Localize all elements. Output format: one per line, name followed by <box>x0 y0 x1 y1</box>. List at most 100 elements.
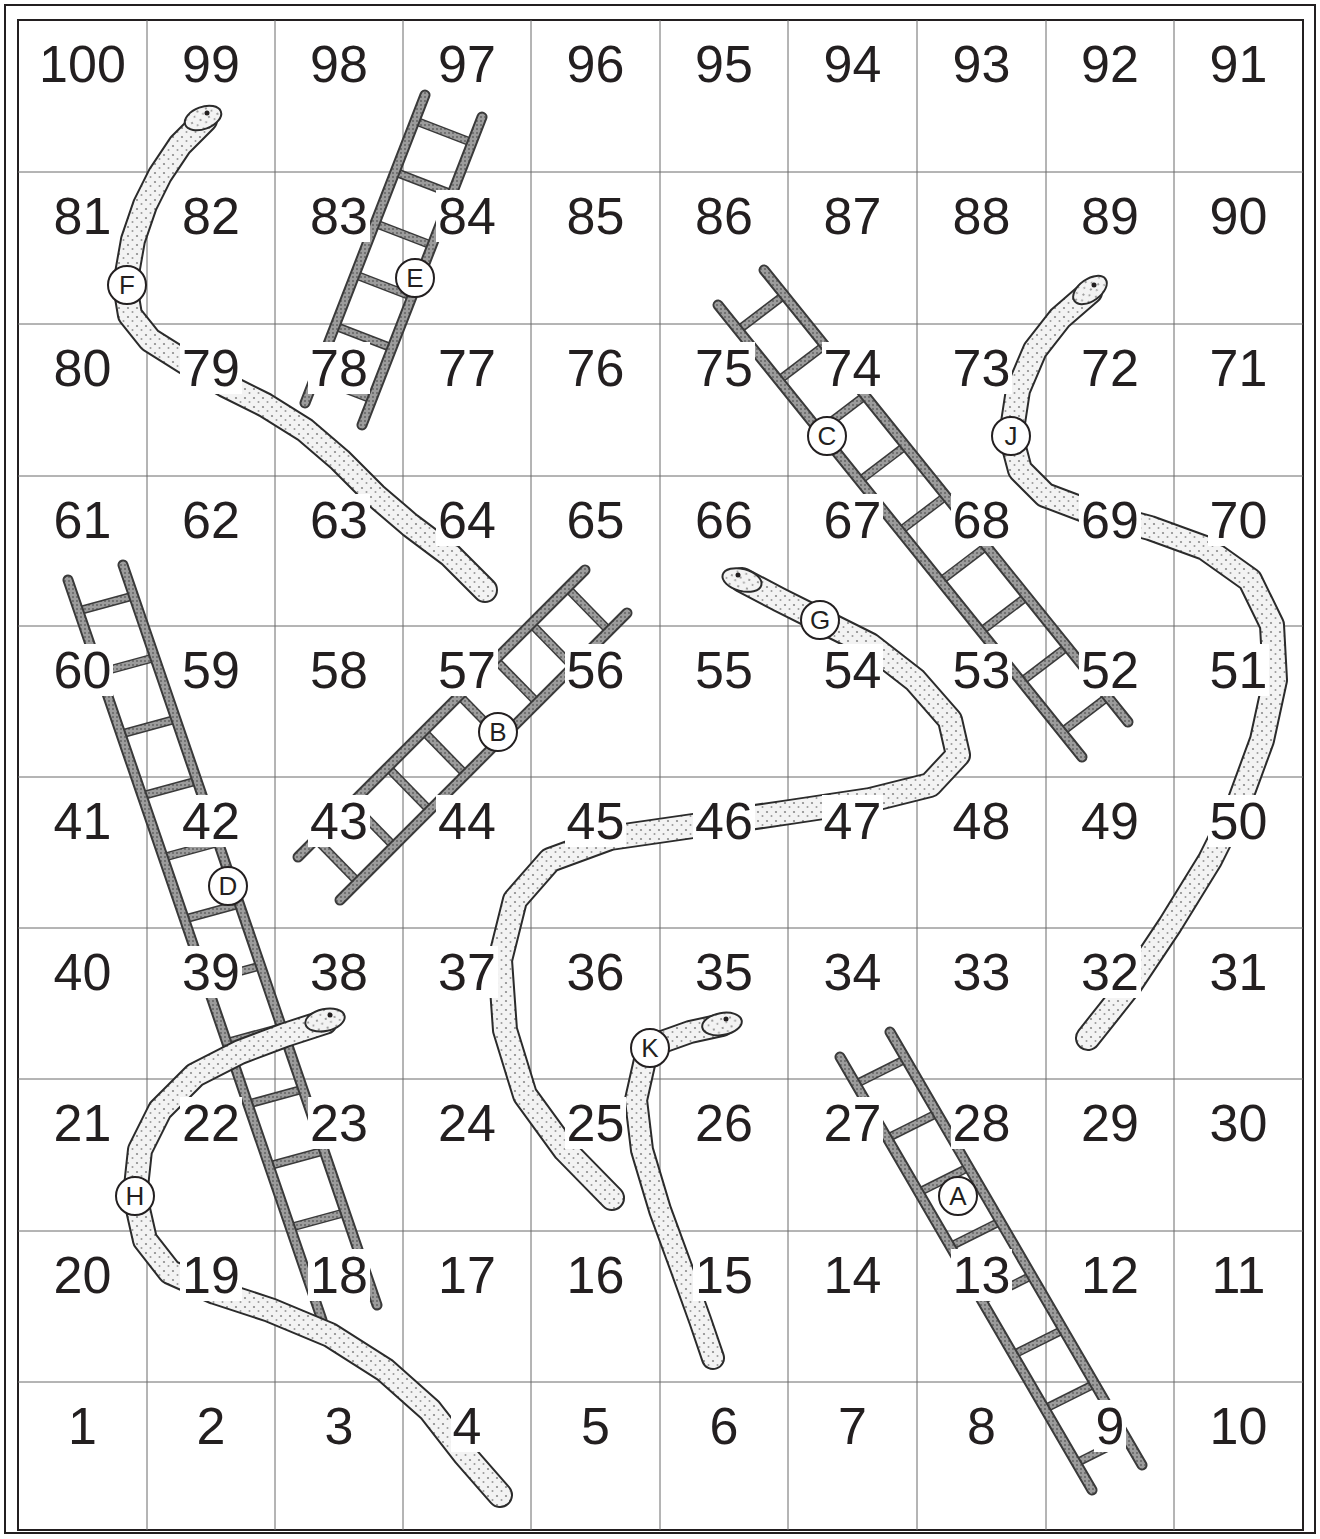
cell-number: 86 <box>693 190 755 242</box>
letter-marker: G <box>800 600 840 640</box>
ladder-rung <box>375 223 432 245</box>
ladder-rung <box>900 496 946 531</box>
cell-number: 57 <box>436 644 498 696</box>
ladder-rung <box>900 496 946 531</box>
ladder-rung <box>121 719 176 734</box>
cell-number: 13 <box>951 1249 1013 1301</box>
ladder-rail <box>890 1032 1142 1465</box>
snake-g <box>500 564 958 1198</box>
cell-number: 22 <box>180 1097 242 1149</box>
cell-number: 53 <box>951 644 1013 696</box>
marker-letter: D <box>219 873 238 899</box>
cell-number: 47 <box>822 795 884 847</box>
ladder-rung <box>184 904 239 919</box>
grid-line <box>18 476 1303 477</box>
marker-letter: J <box>1005 423 1018 449</box>
cell-number: 50 <box>1208 795 1270 847</box>
ladder-rung <box>290 1213 345 1228</box>
marker-letter: A <box>949 1183 966 1209</box>
ladder-rung <box>887 1113 937 1138</box>
cell-number: 62 <box>180 494 242 546</box>
grid-line <box>531 20 532 1530</box>
cell-number: 77 <box>436 342 498 394</box>
marker-letter: C <box>818 423 837 449</box>
cell-number: 78 <box>308 342 370 394</box>
grid-line <box>18 928 1303 929</box>
cell-number: 36 <box>565 946 627 998</box>
cell-number: 58 <box>308 644 370 696</box>
cell-number: 46 <box>693 795 755 847</box>
cell-number: 42 <box>180 795 242 847</box>
grid-line <box>660 20 661 1530</box>
cell-number: 19 <box>180 1249 242 1301</box>
cell-number: 93 <box>951 38 1013 90</box>
cell-number: 73 <box>951 342 1013 394</box>
snake-f <box>125 101 485 590</box>
inner-border <box>18 20 1303 1530</box>
marker-letter: E <box>406 265 423 291</box>
ladder-rung <box>424 731 466 774</box>
snake-h <box>135 1005 500 1495</box>
ladder-rung <box>415 121 472 143</box>
cell-number: 27 <box>822 1097 884 1149</box>
cell-number: 60 <box>52 644 114 696</box>
letter-marker: E <box>395 258 435 298</box>
cell-number: 23 <box>308 1097 370 1149</box>
ladder-rung <box>121 719 176 734</box>
letter-marker: K <box>630 1028 670 1068</box>
cell-number: 5 <box>579 1400 612 1452</box>
cell-number: 83 <box>308 190 370 242</box>
letter-marker: J <box>991 416 1031 456</box>
cell-number: 45 <box>565 795 627 847</box>
marker-letter: B <box>489 719 506 745</box>
letter-marker: H <box>115 1176 155 1216</box>
cell-number: 61 <box>52 494 114 546</box>
cell-number: 89 <box>1079 190 1141 242</box>
ladder-rung <box>856 1059 906 1084</box>
ladder-rung <box>860 446 906 481</box>
ladder-rung <box>290 1213 345 1228</box>
cell-number: 56 <box>565 644 627 696</box>
cell-number: 31 <box>1208 946 1270 998</box>
ladder-rung <box>424 731 466 774</box>
cell-number: 33 <box>951 946 1013 998</box>
cell-number: 39 <box>180 946 242 998</box>
cell-number: 10 <box>1208 1400 1270 1452</box>
ladder-rung <box>142 781 197 796</box>
cell-number: 99 <box>180 38 242 90</box>
ladder-rung <box>779 345 825 380</box>
grid-line <box>18 626 1303 627</box>
cell-number: 100 <box>37 38 128 90</box>
cell-number: 72 <box>1079 342 1141 394</box>
cell-number: 28 <box>951 1097 1013 1149</box>
cell-number: 9 <box>1094 1400 1127 1452</box>
cell-number: 21 <box>52 1097 114 1149</box>
cell-number: 67 <box>822 494 884 546</box>
cell-number: 51 <box>1208 644 1270 696</box>
ladder-rung <box>738 295 784 330</box>
cell-number: 37 <box>436 946 498 998</box>
cell-number: 15 <box>693 1249 755 1301</box>
cell-number: 59 <box>180 644 242 696</box>
cell-number: 18 <box>308 1249 370 1301</box>
marker-letter: K <box>641 1035 658 1061</box>
ladder-rail <box>305 95 425 403</box>
marker-letter: F <box>119 272 135 298</box>
cell-number: 70 <box>1208 494 1270 546</box>
ladder-rung <box>940 546 986 581</box>
ladder-rung <box>415 121 472 143</box>
cell-number: 24 <box>436 1097 498 1149</box>
ladder-rung <box>1013 1330 1063 1355</box>
ladder <box>840 1032 1142 1490</box>
cell-number: 76 <box>565 342 627 394</box>
cell-number: 52 <box>1079 644 1141 696</box>
cell-number: 3 <box>323 1400 356 1452</box>
cell-number: 54 <box>822 644 884 696</box>
grid-line <box>1174 20 1175 1530</box>
grid-line <box>18 1382 1303 1383</box>
ladder-rung <box>856 1059 906 1084</box>
ladder-rung <box>269 1151 324 1166</box>
ladder-rung <box>1013 1330 1063 1355</box>
letter-marker: A <box>938 1176 978 1216</box>
letter-marker: F <box>107 265 147 305</box>
